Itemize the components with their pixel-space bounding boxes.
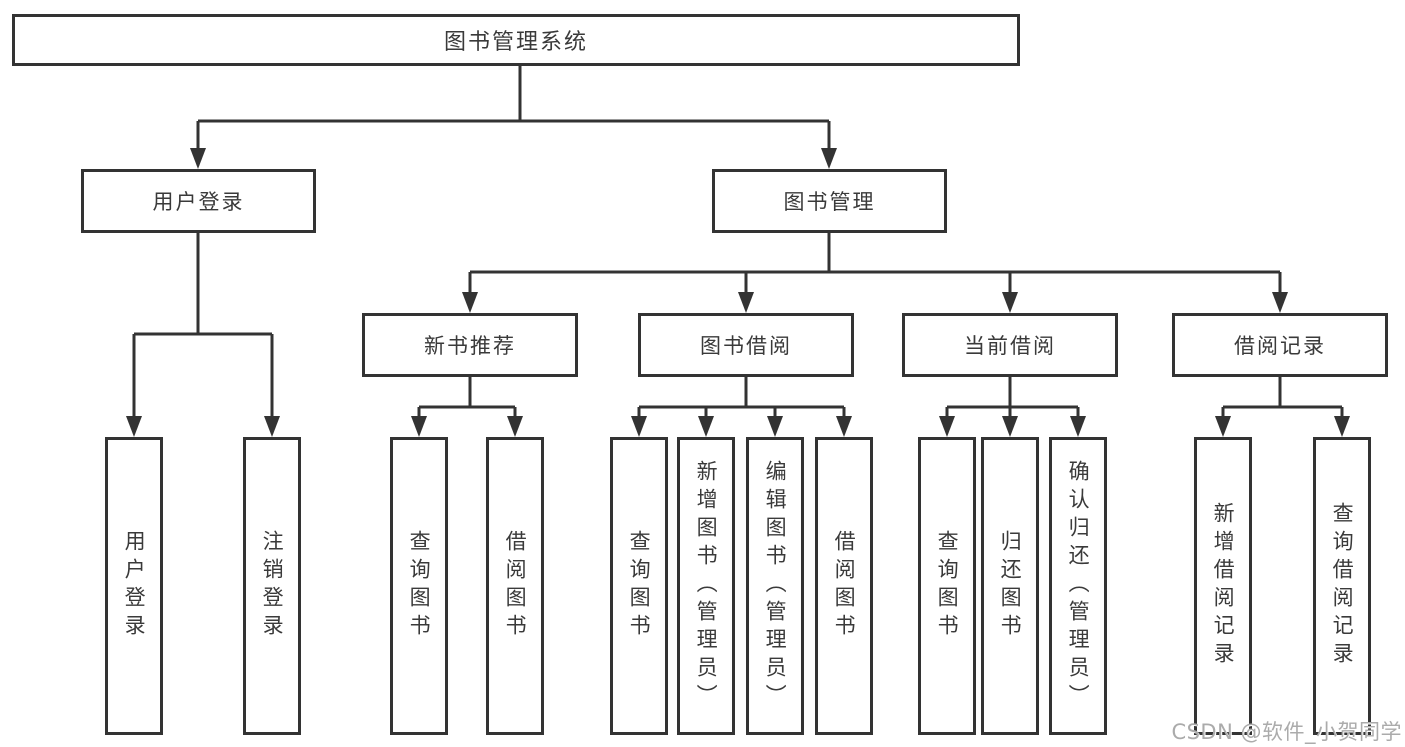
node-logout: 注销登录 (243, 437, 301, 735)
node-new-book-recommend: 新书推荐 (362, 313, 578, 377)
node-label: 用户登录 (122, 530, 147, 642)
connector-book-mgmt-branch (468, 233, 1282, 295)
node-borrow-books-2: 借阅图书 (815, 437, 873, 735)
node-borrowing-records: 借阅记录 (1172, 313, 1388, 377)
connector-current-borrow-branch (945, 377, 1080, 418)
node-add-borrow-record: 新增借阅记录 (1194, 437, 1252, 735)
node-current-borrowing: 当前借阅 (902, 313, 1118, 377)
node-user-login-leaf: 用户登录 (105, 437, 163, 735)
node-query-borrow-record: 查询借阅记录 (1313, 437, 1371, 735)
node-add-book-admin: 新增图书（管理员） (677, 437, 735, 735)
node-label: 借阅图书 (832, 530, 857, 642)
node-label: 注销登录 (260, 530, 285, 642)
node-label: 归还图书 (998, 530, 1023, 642)
node-label: 借阅图书 (503, 530, 528, 642)
node-library-system: 图书管理系统 (12, 14, 1020, 66)
watermark: CSDN @软件_小贺同学 (1171, 720, 1402, 744)
node-label: 查询图书 (627, 530, 652, 642)
node-edit-book-admin: 编辑图书（管理员） (746, 437, 804, 735)
node-label: 查询图书 (407, 530, 432, 642)
node-book-management: 图书管理 (712, 169, 947, 233)
node-query-books-3: 查询图书 (918, 437, 976, 735)
node-label: 新增图书（管理员） (694, 460, 719, 712)
arrowheads (126, 148, 1350, 437)
node-borrow-books-1: 借阅图书 (486, 437, 544, 735)
connector-borrow-records-branch (1221, 377, 1344, 418)
connector-user-login-branch (132, 233, 274, 418)
connector-new-book-branch (417, 377, 517, 418)
node-user-login: 用户登录 (81, 169, 316, 233)
node-label: 查询借阅记录 (1330, 502, 1355, 670)
connector-book-borrow-branch (637, 377, 846, 418)
node-label: 查询图书 (935, 530, 960, 642)
node-label: 确认归还（管理员） (1066, 460, 1091, 712)
connector-root-to-level2 (196, 66, 831, 151)
node-label: 编辑图书（管理员） (763, 460, 788, 712)
node-book-borrowing: 图书借阅 (638, 313, 854, 377)
node-return-book: 归还图书 (981, 437, 1039, 735)
node-confirm-return-admin: 确认归还（管理员） (1049, 437, 1107, 735)
node-query-books-2: 查询图书 (610, 437, 668, 735)
node-query-books-1: 查询图书 (390, 437, 448, 735)
node-label: 新增借阅记录 (1211, 502, 1236, 670)
